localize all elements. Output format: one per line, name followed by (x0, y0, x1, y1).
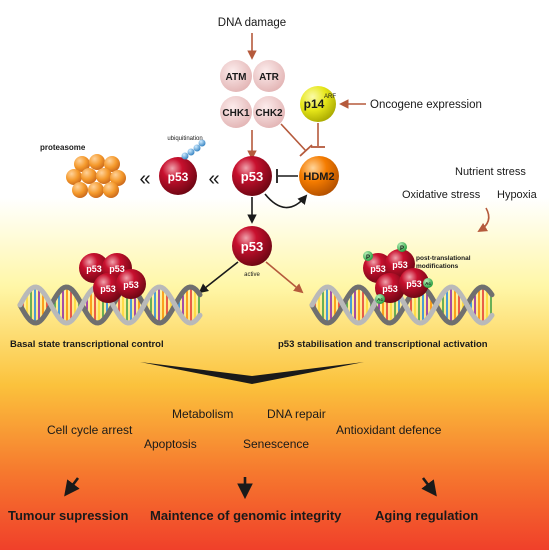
phospho-mark (397, 242, 407, 252)
chk2-inhibits-hdm2 (280, 123, 307, 152)
p14arf-node (300, 86, 336, 122)
kinase-cluster: ATM ATR CHK1 CHK2 (220, 60, 285, 128)
aging-regulation-label: Aging regulation (375, 508, 478, 523)
p53-tetramer-basal: p53 p53 p53 p53 (79, 253, 146, 303)
antioxidant-label: Antioxidant defence (336, 423, 442, 437)
active-caption: active (244, 272, 260, 278)
ubiquitination-label: ubiquitination (167, 136, 202, 142)
atm-label: ATM (226, 72, 247, 83)
ptm-label-line1: post-translational (416, 255, 471, 262)
tumour-arrow (64, 477, 80, 497)
ptm-label-line2: modifications (416, 263, 459, 270)
p53-center-label: p53 (241, 169, 263, 184)
p53-ubiquitinated-label: p53 (168, 170, 189, 184)
atr-node (253, 60, 285, 92)
acetyl-mark (423, 278, 433, 288)
atm-node (220, 60, 252, 92)
proteasome-label: proteasome (40, 143, 86, 152)
chk2-label: CHK2 (255, 108, 283, 119)
svg-text:p53: p53 (109, 264, 125, 274)
svg-text:P: P (366, 255, 370, 261)
ubiquitin-chain (181, 139, 206, 160)
proteasome-icon (66, 154, 126, 198)
stress-arrow (477, 207, 490, 232)
chevron-left-2: « (139, 168, 150, 190)
basal-caption: Basal state transcriptional control (10, 339, 164, 350)
arf-superscript: ARF (324, 94, 336, 100)
to-stabilisation-arrow (265, 261, 304, 294)
hdm2-label: HDM2 (303, 171, 334, 183)
chk1-label: CHK1 (222, 108, 250, 119)
atr-label: ATR (259, 72, 280, 83)
p53-ubiquitinated-node (159, 157, 197, 195)
senescence-label: Senescence (243, 437, 309, 451)
chk2-node (253, 96, 285, 128)
oncogene-label: Oncogene expression (370, 99, 482, 111)
stabilisation-caption: p53 stabilisation and transcriptional ac… (278, 339, 488, 350)
svg-text:p53: p53 (123, 280, 139, 290)
p53-center-node (232, 156, 272, 196)
chk2-inhibit-bar (299, 144, 313, 157)
to-basal-arrow (198, 261, 239, 294)
dna-backbone-strand (309, 284, 495, 326)
svg-text:p53: p53 (370, 264, 386, 274)
hypoxia-label: Hypoxia (497, 189, 538, 201)
p53-active-label: p53 (241, 239, 263, 254)
p14-label: p14 (304, 97, 325, 111)
nutrient-stress-label: Nutrient stress (455, 166, 526, 178)
acetyl-mark (375, 294, 385, 304)
dna-damage-label: DNA damage (218, 17, 286, 29)
tumour-suppression-label: Tumour supression (8, 508, 128, 523)
svg-text:p53: p53 (406, 279, 422, 289)
aging-arrow (421, 477, 437, 497)
cell-cycle-arrest-label: Cell cycle arrest (47, 423, 133, 437)
p53-tetramer-activated: p53 p53 p53 p53 P P Ac Ac (363, 242, 433, 304)
genomic-integrity-label: Maintence of genomic integrity (150, 508, 342, 523)
svg-text:p53: p53 (86, 264, 102, 274)
chevron-left-1: « (208, 168, 219, 190)
svg-text:P: P (400, 246, 404, 252)
oxidative-stress-label: Oxidative stress (402, 189, 481, 201)
phospho-mark (363, 251, 373, 261)
convergence-chevron (140, 362, 364, 384)
svg-text:Ac: Ac (377, 297, 383, 302)
svg-text:p53: p53 (382, 284, 398, 294)
p53-feedback-arrow (264, 193, 308, 209)
p53-active-node (232, 226, 272, 266)
dna-repair-label: DNA repair (267, 407, 326, 421)
svg-text:Ac: Ac (425, 281, 431, 286)
chk1-node (220, 96, 252, 128)
metabolism-label: Metabolism (172, 407, 233, 421)
apoptosis-label: Apoptosis (144, 437, 197, 451)
svg-text:p53: p53 (392, 260, 408, 270)
hdm2-node (299, 156, 339, 196)
svg-text:p53: p53 (100, 284, 116, 294)
